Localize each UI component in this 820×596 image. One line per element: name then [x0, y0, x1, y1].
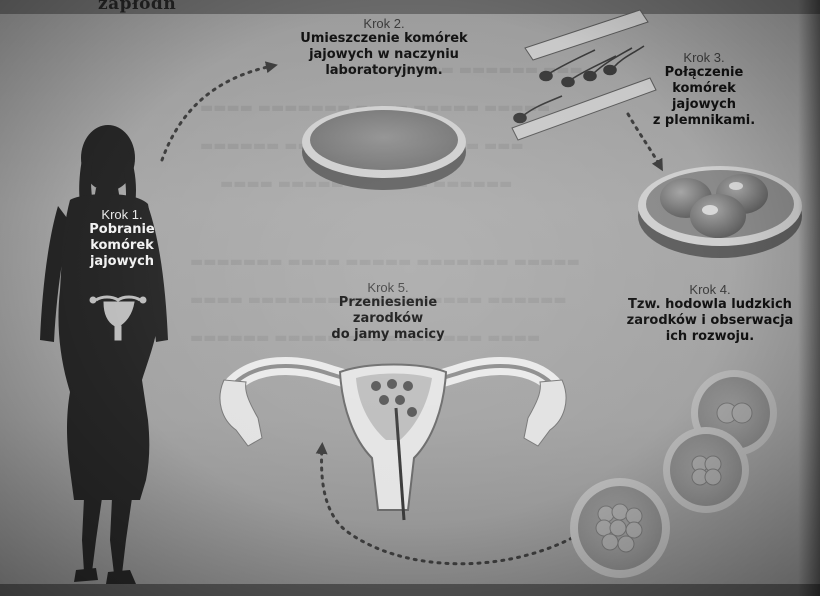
step-4-line: Tzw. hodowla ludzkich: [610, 297, 810, 313]
step-3-label: Krok 3. Połączenie komórek jajowych z pl…: [648, 50, 760, 129]
arrow-step1-to-step2: [162, 66, 272, 160]
step-2-line: Umieszczenie komórek: [284, 31, 484, 47]
step-1-label: Krok 1. Pobranie komórek jajowych: [74, 207, 170, 270]
step-3-line: komórek: [648, 81, 760, 97]
step-3-line: jajowych: [648, 97, 760, 113]
sperm-pipette-illustration: [512, 10, 656, 140]
arrow-step4-to-step5: [322, 448, 572, 564]
step-4-number: Krok 4.: [610, 282, 810, 297]
step-5-number: Krok 5.: [318, 280, 458, 295]
woman-silhouette: [40, 125, 168, 584]
step-1-line: Pobranie: [74, 222, 170, 238]
step-3-title: Połączenie komórek jajowych z plemnikami…: [648, 65, 760, 129]
page-edge-shadow: [798, 0, 820, 596]
uterus-diagram: [220, 365, 566, 521]
step-5-label: Krok 5. Przeniesienie zarodków do jamy m…: [318, 280, 458, 343]
step-1-line: jajowych: [74, 254, 170, 270]
step-1-title: Pobranie komórek jajowych: [74, 222, 170, 270]
step-2-line: jajowych w naczyniu: [284, 47, 484, 63]
step-4-title: Tzw. hodowla ludzkich zarodków i obserwa…: [610, 297, 810, 345]
page-bottom-shadow: [0, 584, 820, 596]
step-2-line: laboratoryjnym.: [284, 63, 484, 79]
step-4-line: ich rozwoju.: [610, 329, 810, 345]
step-2-label: Krok 2. Umieszczenie komórek jajowych w …: [284, 16, 484, 79]
embryo-cells: [570, 370, 777, 578]
step-3-number: Krok 3.: [648, 50, 760, 65]
step-4-label: Krok 4. Tzw. hodowla ludzkich zarodków i…: [610, 282, 810, 345]
step-3-line: z plemnikami.: [648, 113, 760, 129]
step-2-number: Krok 2.: [284, 16, 484, 31]
step-5-line: do jamy macicy: [318, 327, 458, 343]
step-2-title: Umieszczenie komórek jajowych w naczyniu…: [284, 31, 484, 79]
step-5-line: Przeniesienie: [318, 295, 458, 311]
petri-dish: [302, 106, 466, 190]
step-4-line: zarodków i obserwacja: [610, 313, 810, 329]
step-1-number: Krok 1.: [74, 207, 170, 222]
step-5-title: Przeniesienie zarodków do jamy macicy: [318, 295, 458, 343]
step-3-line: Połączenie: [648, 65, 760, 81]
step-5-line: zarodków: [318, 311, 458, 327]
step-1-line: komórek: [74, 238, 170, 254]
dish-with-eggs: [638, 166, 802, 258]
